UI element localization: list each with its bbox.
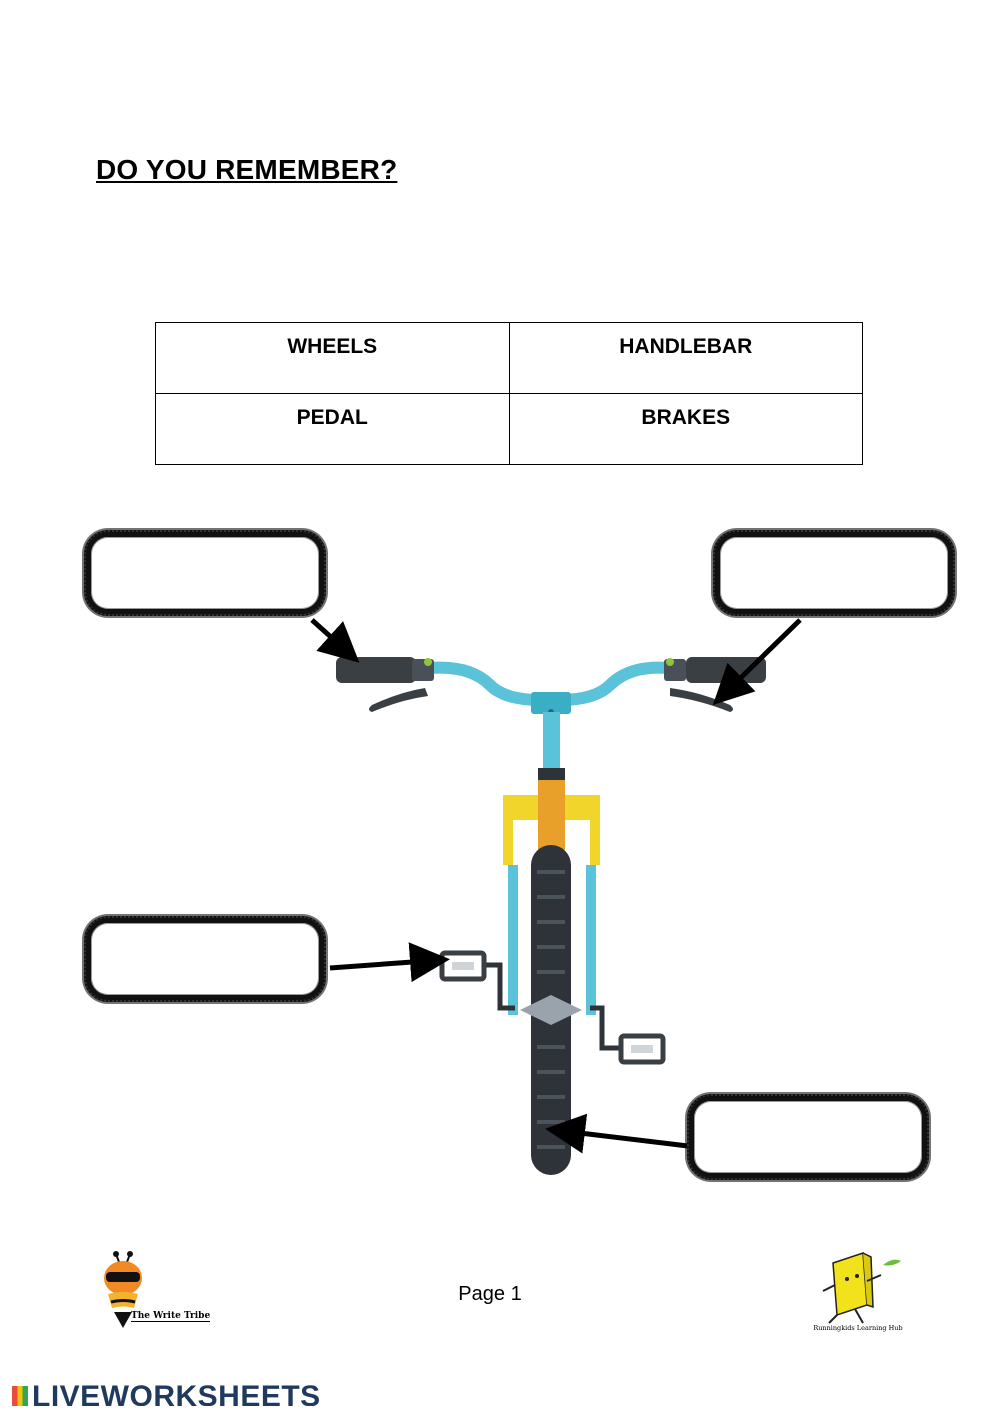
stem-clamp: [531, 692, 571, 714]
hub: [520, 995, 582, 1025]
left-grip: [336, 657, 416, 683]
left-brake-lever: [369, 688, 428, 712]
arrow-right-brake: [712, 618, 802, 705]
word-bank-table: WHEELS HANDLEBAR PEDAL BRAKES: [155, 322, 863, 465]
arrow-wheel: [545, 1113, 689, 1154]
brand-mark-icon: [12, 1386, 28, 1406]
fork-leg-left: [508, 865, 518, 1015]
fork-crown: [503, 795, 600, 865]
tire: [531, 845, 571, 1175]
arrow-pedal: [329, 942, 450, 983]
left-grip-clamp: [412, 659, 434, 681]
left-crank: [485, 962, 515, 1011]
brand-text: LIVEWORKSHEETS: [32, 1380, 321, 1406]
runningkids-book-logo: [822, 1251, 901, 1324]
answer-box-pedal[interactable]: [84, 916, 326, 1002]
word-bank-cell: PEDAL: [155, 393, 510, 465]
right-brake-lever: [670, 688, 733, 712]
steerer-tube: [543, 712, 560, 772]
handlebar-bar: [424, 661, 674, 706]
left-pedal: [439, 950, 487, 982]
write-tribe-logo-text: The Write Tribe: [131, 1311, 211, 1322]
write-tribe-bee-logo: [104, 1251, 142, 1328]
word-bank-row: WHEELS HANDLEBAR: [155, 322, 863, 394]
fork-leg-right: [586, 865, 596, 1015]
answer-box-left-brake[interactable]: [84, 530, 326, 616]
stem-orange: [538, 780, 565, 850]
answer-box-wheel[interactable]: [687, 1094, 929, 1180]
right-pedal: [618, 1033, 666, 1065]
arrow-left-brake: [310, 618, 360, 663]
answer-box-right-brake[interactable]: [713, 530, 955, 616]
liveworksheets-brand[interactable]: LIVEWORKSHEETS: [12, 1380, 321, 1406]
word-bank-cell: WHEELS: [155, 322, 510, 394]
right-grip: [686, 657, 766, 683]
word-bank-cell: BRAKES: [508, 393, 863, 465]
page-number: Page 1: [458, 1283, 522, 1305]
worksheet-title: DO YOU REMEMBER?: [96, 154, 398, 185]
right-crank: [590, 1005, 620, 1051]
tire-tread: [537, 870, 565, 1149]
right-grip-clamp: [664, 659, 686, 681]
word-bank-cell: HANDLEBAR: [508, 322, 863, 394]
word-bank-row: PEDAL BRAKES: [155, 393, 863, 465]
runningkids-logo-text: Runningkids Learning Hub: [813, 1324, 903, 1332]
